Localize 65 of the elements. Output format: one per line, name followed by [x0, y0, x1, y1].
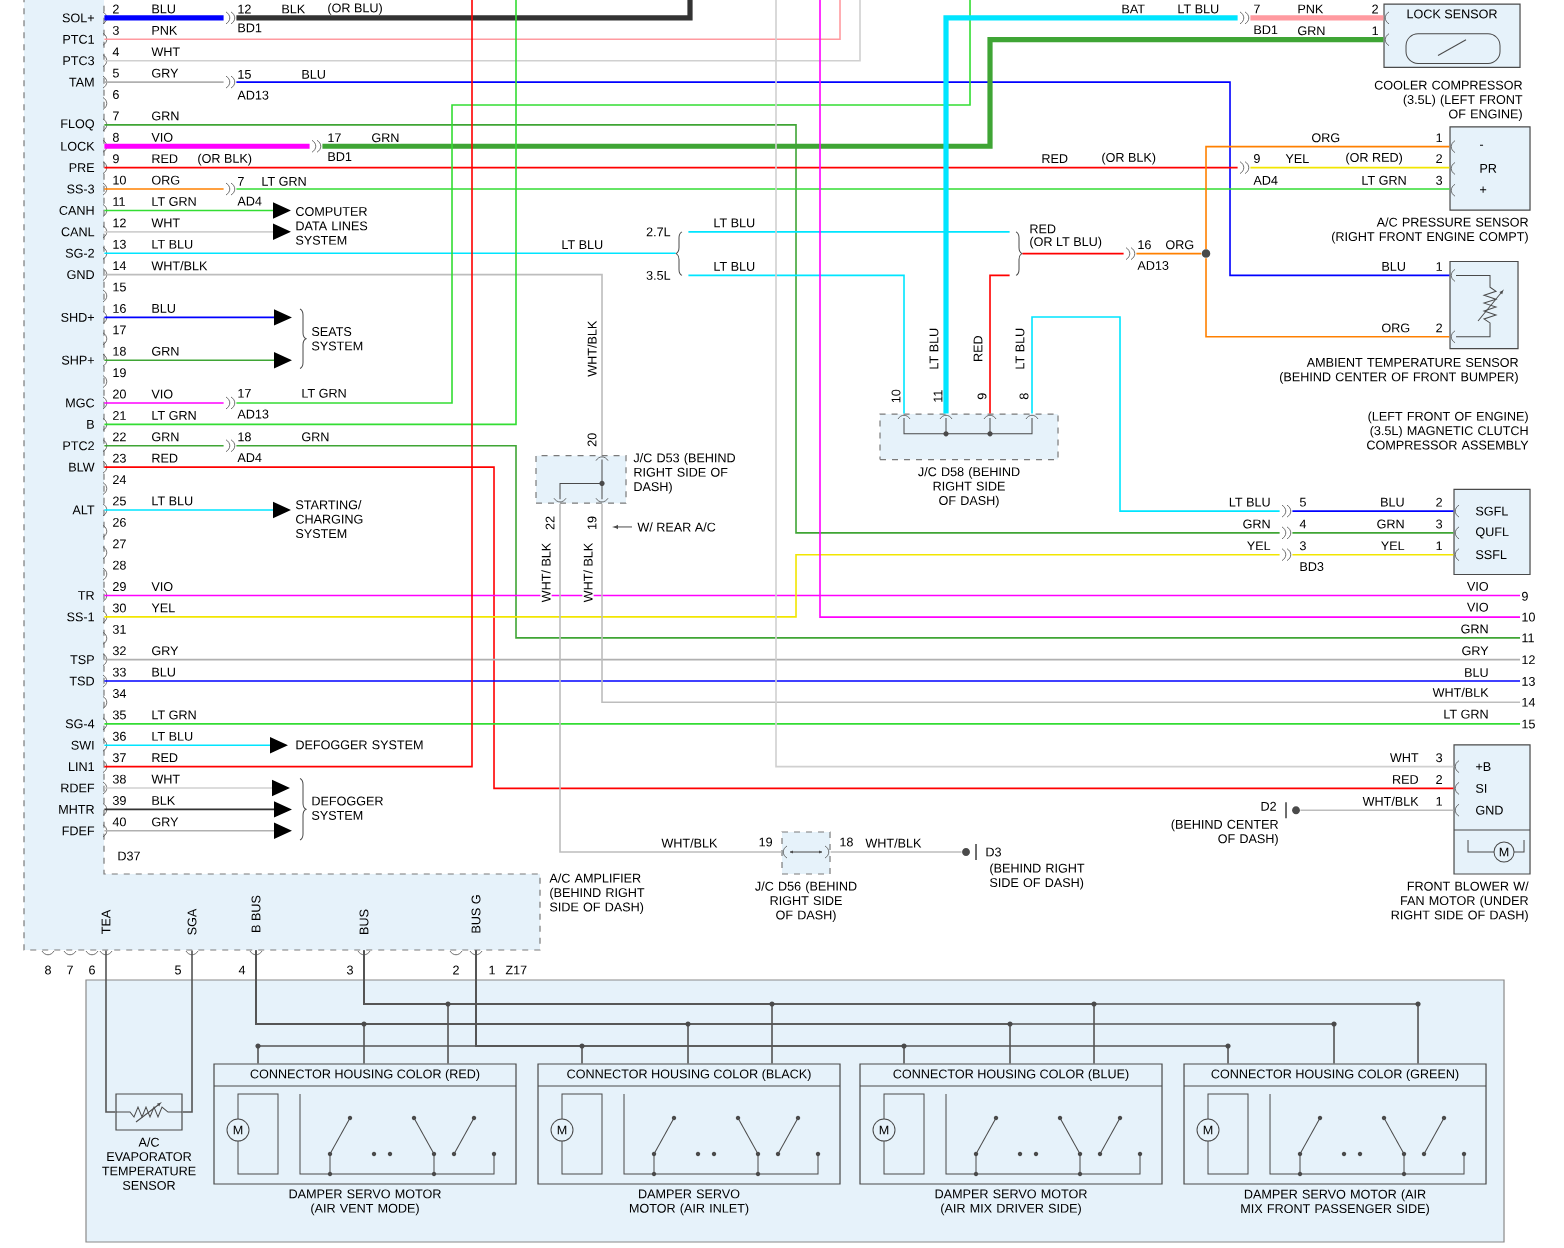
wire [103, 0, 861, 62]
wire [104, 143, 310, 149]
wire-connector [1281, 526, 1292, 540]
wire-connector [225, 11, 236, 25]
wire [103, 402, 225, 404]
wire [103, 680, 1521, 682]
wire [103, 444, 225, 447]
wire [105, 949, 117, 1113]
wire [103, 0, 517, 426]
wire [103, 124, 1281, 534]
wire-connector [225, 396, 236, 410]
wire [103, 0, 473, 768]
wire-connector [225, 182, 236, 196]
brace [675, 231, 683, 276]
wire [103, 166, 1239, 169]
wire [103, 0, 841, 41]
wire-connector [1239, 11, 1250, 25]
wire [1249, 166, 1451, 169]
wire [363, 949, 1419, 1065]
wire [1250, 15, 1384, 21]
wire-connector [1281, 504, 1292, 518]
wire [103, 594, 1521, 597]
wire [1291, 532, 1455, 534]
wire [103, 466, 1455, 790]
wire [775, 0, 1455, 768]
wire [687, 274, 905, 415]
wire [1031, 316, 1281, 512]
wire [103, 658, 1521, 661]
wire [104, 15, 224, 21]
wire [103, 188, 225, 190]
wire [181, 949, 193, 1113]
wire-connector [225, 439, 236, 453]
wire [687, 231, 1011, 233]
wire [103, 723, 1521, 725]
wire [235, 444, 1521, 639]
wire [601, 503, 1521, 704]
wire [943, 15, 1238, 414]
wire [819, 0, 1521, 618]
wire-connector [225, 75, 236, 89]
brace [1015, 231, 1023, 276]
wire [1205, 145, 1451, 250]
wire [829, 851, 963, 853]
wire [1021, 252, 1125, 255]
wire [103, 252, 677, 255]
wire [1299, 809, 1455, 811]
wire [235, 188, 1451, 190]
wire [235, 0, 971, 404]
wire [1135, 252, 1203, 255]
wire [989, 274, 1011, 415]
wire [236, 0, 693, 21]
wire [559, 503, 783, 853]
wire [1205, 257, 1451, 338]
wire-connector [1125, 247, 1136, 260]
wire [475, 949, 1229, 1065]
wire [103, 81, 225, 83]
wire [103, 273, 603, 456]
wire [235, 81, 1451, 277]
wire [1291, 510, 1455, 512]
wire-connector [1239, 161, 1250, 174]
wire-connector [1281, 548, 1292, 561]
wire [103, 553, 1281, 618]
wire-connector [311, 139, 322, 153]
wire [1291, 553, 1455, 556]
wire [322, 37, 1384, 149]
wire [255, 949, 1335, 1065]
